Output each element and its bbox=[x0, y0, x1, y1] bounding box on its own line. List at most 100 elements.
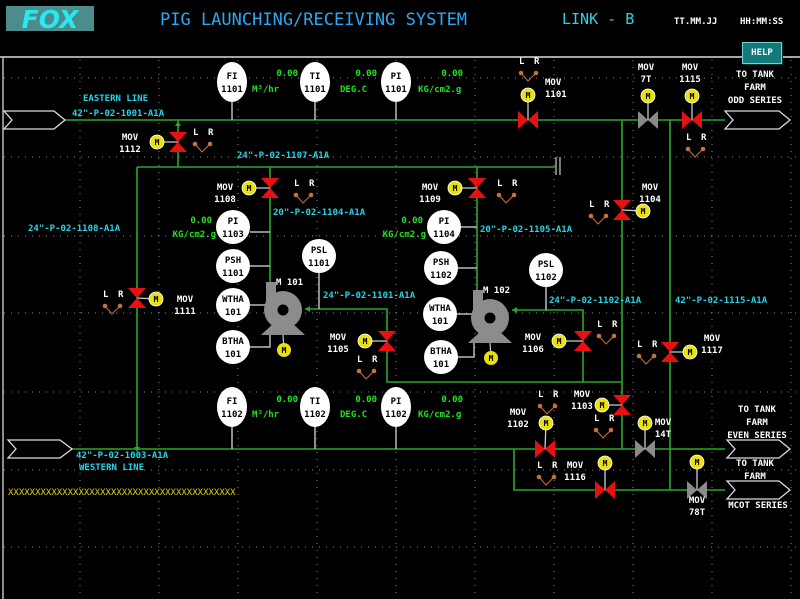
instrument-bubble bbox=[427, 210, 461, 244]
local-dot-icon bbox=[596, 333, 602, 339]
valve-number: 1102 bbox=[507, 420, 529, 430]
date-display: TT.MM.JJ bbox=[674, 17, 717, 27]
instrument-tag: TI bbox=[310, 397, 321, 407]
valve-number: 78T bbox=[689, 508, 706, 518]
local-dot-icon bbox=[293, 192, 299, 198]
motor-icon bbox=[148, 291, 164, 307]
instrument-tag: BTHA bbox=[222, 337, 244, 347]
instrument-bubble bbox=[381, 387, 411, 427]
remote-label: R bbox=[609, 414, 615, 424]
motor-icon bbox=[357, 333, 373, 349]
reading-unit: KG/cm2.g bbox=[418, 410, 461, 420]
lr-link bbox=[590, 215, 607, 225]
instrument-bubble bbox=[217, 387, 247, 427]
local-dot-icon bbox=[518, 70, 524, 76]
logo-box bbox=[6, 6, 94, 31]
instrument-number: 101 bbox=[225, 308, 241, 318]
reading-value: 0.00 bbox=[276, 69, 298, 79]
instrument-wtha-101[interactable]: WTHA 101 bbox=[216, 288, 250, 322]
fox-logo: FOX bbox=[22, 5, 80, 34]
valve-body-icon bbox=[518, 111, 528, 129]
local-label: L bbox=[497, 179, 503, 189]
instrument-number: 1102 bbox=[221, 410, 243, 420]
reading-value: 0.00 bbox=[276, 395, 298, 405]
valve-body-icon bbox=[648, 111, 658, 129]
instrument-tag: WTHA bbox=[429, 304, 451, 314]
pipeline-label: 20"-P-02-1105-A1A bbox=[480, 225, 573, 235]
instrument-bubble bbox=[424, 251, 458, 285]
help-button[interactable]: HELP bbox=[742, 42, 782, 64]
instrument-number: 1104 bbox=[433, 230, 455, 240]
local-label: L bbox=[294, 179, 300, 189]
local-label: L bbox=[589, 200, 595, 210]
local-label: L bbox=[686, 133, 692, 143]
instrument-tag: WTHA bbox=[222, 295, 244, 305]
motor-icon bbox=[689, 454, 705, 470]
instrument-bubble bbox=[216, 288, 250, 322]
valve-tag: MOV bbox=[217, 183, 234, 193]
pump-m101[interactable]: MM 101 bbox=[261, 278, 305, 357]
motor-icon bbox=[277, 343, 291, 357]
instrument-number: 1101 bbox=[308, 259, 330, 269]
local-label: L bbox=[538, 390, 544, 400]
remote-label: R bbox=[652, 340, 658, 350]
local-dot-icon bbox=[588, 213, 594, 219]
motor-icon bbox=[682, 344, 698, 360]
instrument-bubble bbox=[423, 297, 457, 331]
lr-link bbox=[598, 335, 615, 345]
remote-dot-icon bbox=[552, 403, 558, 409]
remote-label: R bbox=[552, 461, 558, 471]
local-label: L bbox=[519, 57, 525, 67]
lr-link bbox=[498, 194, 515, 204]
pump-m102[interactable]: MM 102 bbox=[468, 286, 512, 365]
lr-link bbox=[595, 429, 612, 439]
reading-unit: KG/cm2.g bbox=[173, 230, 216, 240]
